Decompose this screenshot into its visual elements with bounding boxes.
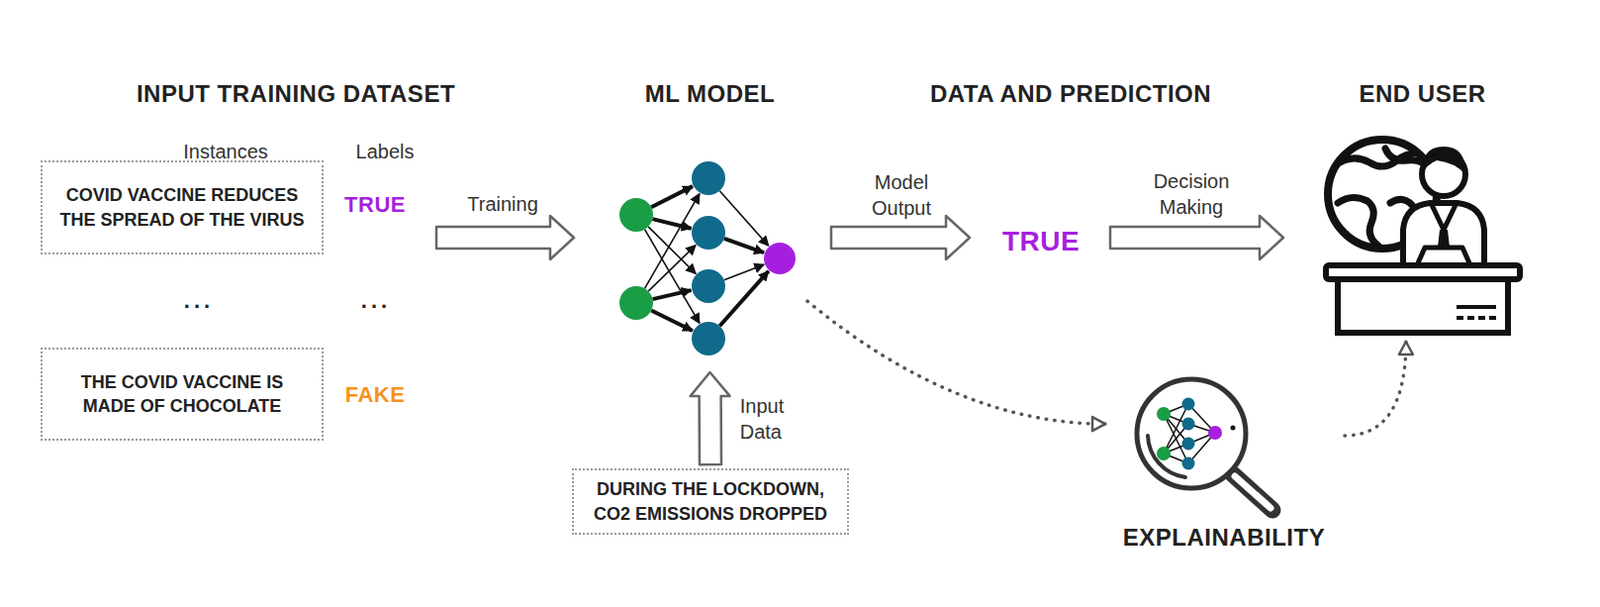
- model-region: ML MODEL: [613, 77, 807, 369]
- column-subheading: Labels: [356, 138, 415, 165]
- network-link: [724, 264, 764, 281]
- network-link: [651, 310, 693, 332]
- node-text: DURING THE LOCKDOWN, CO2 EMISSIONS DROPP…: [583, 476, 838, 526]
- prediction-label: TRUE: [1002, 225, 1080, 258]
- network-link: [653, 289, 692, 299]
- class-label: FAKE: [345, 381, 406, 408]
- dotted-curve: [807, 300, 1106, 424]
- network-link: [645, 193, 700, 289]
- network-link: [648, 245, 696, 292]
- node-text: COVID VACCINE REDUCES THE SPREAD OF THE …: [52, 183, 312, 232]
- network-link: [653, 218, 692, 229]
- decision-arrow: [1110, 215, 1284, 260]
- column-heading: INPUT TRAINING DATASET: [136, 80, 456, 108]
- ellipsis: ...: [361, 287, 391, 314]
- node-text: EXPLAINABILITY: [1123, 520, 1325, 555]
- arrow-label: Training: [467, 190, 539, 217]
- node-text: THE COVID VACCINE IS MADE OF CHOCOLATE: [52, 370, 312, 419]
- network-neurons: [619, 161, 796, 356]
- arrow-label: Decision Making: [1141, 168, 1241, 220]
- output-arrow: [831, 215, 970, 260]
- end-user-region: END USER: [1316, 77, 1529, 339]
- node-text: ML MODEL: [645, 77, 776, 111]
- dotted-curve: [1344, 341, 1407, 436]
- open-arrowhead: [1399, 341, 1413, 355]
- instance-box: THE COVID VACCINE IS MADE OF CHOCOLATE: [40, 347, 324, 441]
- column-subheading: Instances: [183, 138, 269, 165]
- input-box: DURING THE LOCKDOWN, CO2 EMISSIONS DROPP…: [571, 468, 849, 535]
- node-text: END USER: [1358, 77, 1486, 111]
- explainability-region: EXPLAINABILITY: [1106, 374, 1342, 555]
- network-link: [648, 226, 696, 274]
- arrow-label: Model Output: [855, 169, 947, 221]
- connector: [1344, 341, 1413, 436]
- network-link: [724, 238, 764, 253]
- connector: [690, 372, 731, 465]
- column-heading: DATA AND PREDICTION: [930, 80, 1212, 108]
- training-arrow: [436, 215, 574, 260]
- ellipsis: ...: [184, 287, 214, 314]
- network-links: [645, 186, 769, 331]
- network-link: [651, 186, 693, 207]
- hollow-arrow: [690, 372, 731, 465]
- class-label: TRUE: [344, 191, 406, 218]
- connector: [807, 300, 1106, 431]
- explainability-icon: [1136, 378, 1273, 510]
- end-user-icon: [1325, 139, 1520, 333]
- instance-box: COVID VACCINE REDUCES THE SPREAD OF THE …: [40, 160, 324, 255]
- open-arrowhead: [1092, 416, 1106, 431]
- network-link: [719, 271, 768, 327]
- edge-label: Input Data: [740, 392, 800, 445]
